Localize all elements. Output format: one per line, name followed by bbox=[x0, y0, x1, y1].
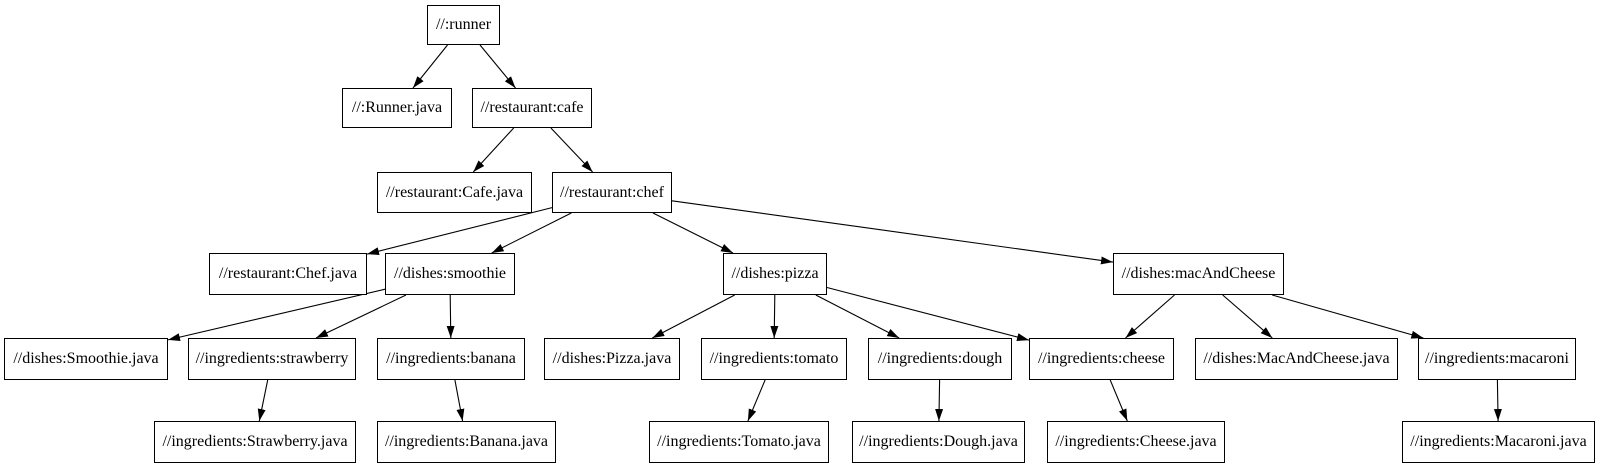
edge-chef-to-chef_java bbox=[366, 207, 553, 256]
graph-node-label: //ingredients:Strawberry.java bbox=[162, 433, 348, 450]
graph-node-label: //ingredients:Banana.java bbox=[384, 433, 549, 450]
graph-node-label: //dishes:smoothie bbox=[394, 265, 506, 282]
edge-pizza-to-pizza_java bbox=[652, 294, 735, 339]
edge-cafe-to-chef bbox=[550, 127, 593, 173]
graph-node-strawberry_java: //ingredients:Strawberry.java bbox=[154, 421, 356, 463]
graph-node-banana_java: //ingredients:Banana.java bbox=[377, 421, 556, 463]
graph-node-label: //restaurant:Chef.java bbox=[218, 265, 358, 282]
graph-node-label: //ingredients:dough bbox=[877, 350, 1003, 367]
graph-node-chef: //restaurant:chef bbox=[552, 172, 672, 213]
edge-macaroni-to-macaroni_java bbox=[1493, 379, 1502, 422]
edge-smoothie-to-smoothie_java bbox=[167, 288, 386, 342]
graph-node-label: //dishes:Pizza.java bbox=[552, 350, 672, 367]
graph-node-label: //ingredients:Dough.java bbox=[859, 433, 1018, 450]
edge-chef-to-pizza bbox=[652, 212, 734, 254]
edge-pizza-to-cheese bbox=[826, 286, 1030, 341]
graph-node-label: //ingredients:Cheese.java bbox=[1055, 433, 1217, 450]
graph-node-macaroni_java: //ingredients:Macaroni.java bbox=[1402, 421, 1595, 463]
edge-smoothie-to-strawberry bbox=[315, 294, 407, 339]
edge-mac-to-mac_java bbox=[1222, 294, 1273, 339]
graph-node-mac: //dishes:macAndCheese bbox=[1113, 253, 1284, 295]
graph-node-cafe_java: //restaurant:Cafe.java bbox=[377, 172, 532, 213]
graph-node-runner_java: //:Runner.java bbox=[342, 88, 452, 128]
edge-mac-to-macaroni bbox=[1272, 294, 1424, 339]
graph-node-label: //ingredients:Tomato.java bbox=[657, 433, 821, 450]
edge-cheese-to-cheese_java bbox=[1109, 379, 1128, 422]
graph-node-label: //ingredients:cheese bbox=[1037, 350, 1166, 367]
graph-node-label: //ingredients:macaroni bbox=[1425, 350, 1569, 367]
graph-node-mac_java: //dishes:MacAndCheese.java bbox=[1195, 338, 1398, 380]
graph-node-runner: //:runner bbox=[427, 5, 500, 45]
graph-node-label: //dishes:pizza bbox=[731, 265, 819, 282]
graph-node-label: //restaurant:Cafe.java bbox=[385, 183, 524, 201]
graph-node-cheese_java: //ingredients:Cheese.java bbox=[1047, 421, 1225, 463]
edge-pizza-to-dough bbox=[815, 294, 900, 339]
graph-node-label: //restaurant:chef bbox=[560, 183, 664, 201]
edge-banana-to-banana_java bbox=[454, 379, 465, 422]
edge-chef-to-mac bbox=[671, 200, 1114, 265]
graph-node-label: //restaurant:cafe bbox=[480, 99, 584, 116]
edge-smoothie-to-banana bbox=[446, 294, 455, 339]
graph-node-chef_java: //restaurant:Chef.java bbox=[209, 253, 367, 295]
edge-tomato-to-tomato_java bbox=[747, 379, 766, 422]
graph-node-macaroni: //ingredients:macaroni bbox=[1418, 338, 1576, 380]
graph-node-label: //:Runner.java bbox=[351, 99, 443, 116]
graph-node-tomato_java: //ingredients:Tomato.java bbox=[649, 421, 829, 463]
edge-pizza-to-tomato bbox=[770, 294, 779, 339]
graph-node-smoothie: //dishes:smoothie bbox=[385, 253, 515, 295]
graph-node-cafe: //restaurant:cafe bbox=[472, 88, 592, 128]
edge-cafe-to-cafe_java bbox=[472, 127, 515, 173]
edge-dough-to-dough_java bbox=[935, 379, 944, 422]
graph-node-strawberry: //ingredients:strawberry bbox=[188, 338, 356, 380]
graph-node-label: //dishes:MacAndCheese.java bbox=[1203, 350, 1390, 367]
graph-node-tomato: //ingredients:tomato bbox=[701, 338, 847, 380]
graph-node-label: //ingredients:strawberry bbox=[195, 350, 349, 367]
graph-node-banana: //ingredients:banana bbox=[377, 338, 525, 380]
edge-runner-to-runner_java bbox=[412, 44, 448, 89]
graph-node-smoothie_java: //dishes:Smoothie.java bbox=[4, 338, 168, 380]
graph-node-label: //dishes:macAndCheese bbox=[1121, 265, 1276, 282]
graph-node-dough: //ingredients:dough bbox=[868, 338, 1012, 380]
graph-node-label: //:runner bbox=[435, 16, 492, 33]
edge-chef-to-smoothie bbox=[491, 212, 572, 254]
edge-mac-to-cheese bbox=[1125, 294, 1175, 339]
edges-group bbox=[167, 44, 1502, 422]
graph-node-label: //dishes:Smoothie.java bbox=[13, 350, 159, 367]
graph-node-pizza_java: //dishes:Pizza.java bbox=[544, 338, 680, 380]
graph-node-cheese: //ingredients:cheese bbox=[1029, 338, 1174, 380]
graph-node-pizza: //dishes:pizza bbox=[723, 253, 827, 295]
graph-node-label: //ingredients:tomato bbox=[709, 350, 839, 367]
graph-node-label: //ingredients:Macaroni.java bbox=[1410, 433, 1587, 450]
graph-node-label: //ingredients:banana bbox=[386, 350, 516, 367]
edge-runner-to-cafe bbox=[479, 44, 516, 89]
graph-node-dough_java: //ingredients:Dough.java bbox=[852, 421, 1025, 463]
edge-strawberry-to-strawberry_java bbox=[257, 379, 269, 422]
